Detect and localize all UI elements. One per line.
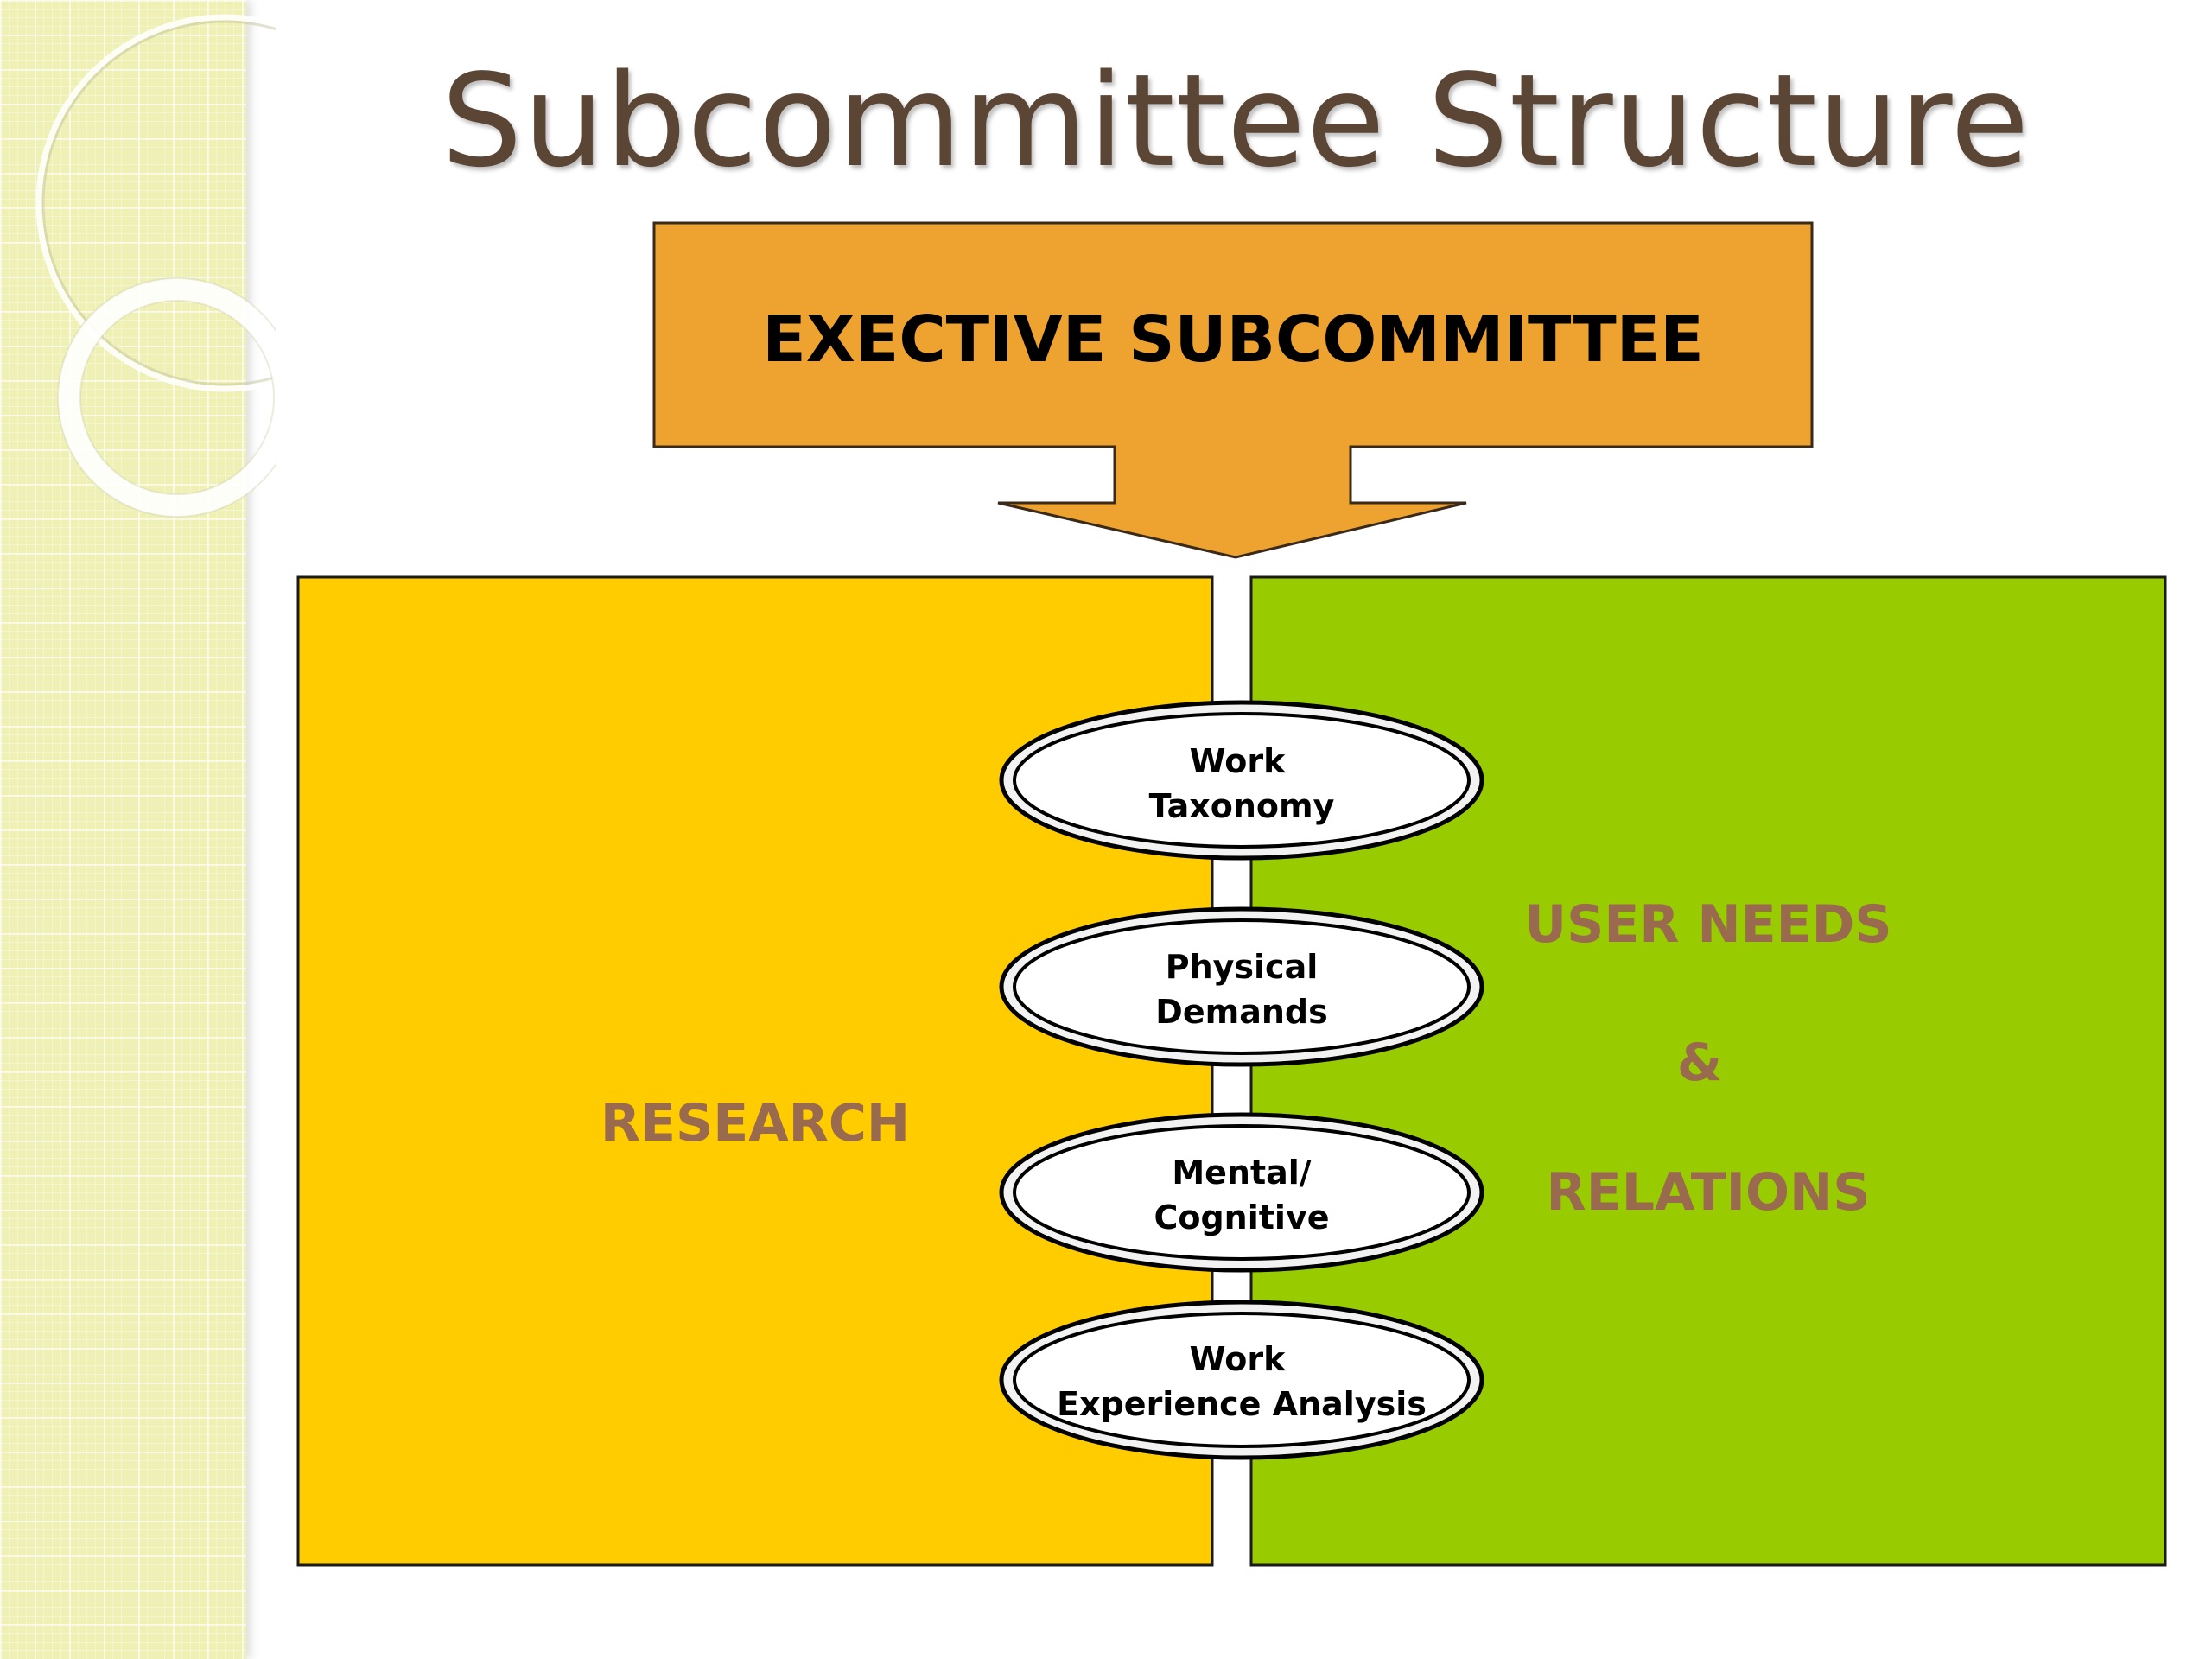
subcommittee-line1: Work bbox=[1190, 1340, 1286, 1378]
subcommittee-work-taxonomy: Work Taxonomy bbox=[999, 700, 1484, 861]
subcommittee-mental-cognitive: Mental/ Cognitive bbox=[999, 1112, 1484, 1273]
user-needs-label: USER NEEDS bbox=[1524, 894, 1891, 955]
executive-subcommittee-label: EXECTIVE SUBCOMMITTEE bbox=[762, 302, 1704, 377]
subcommittee-line2: Taxonomy bbox=[1149, 787, 1335, 825]
subcommittee-line2: Demands bbox=[1155, 993, 1327, 1031]
subcommittee-line2: Experience Analysis bbox=[1057, 1385, 1427, 1423]
subcommittee-physical-demands: Physical Demands bbox=[999, 906, 1484, 1067]
decorative-rings bbox=[35, 14, 276, 518]
subcommittee-line1: Work bbox=[1190, 742, 1286, 780]
subcommittee-line1: Mental/ bbox=[1172, 1154, 1311, 1192]
slide-title: Subcommittee Structure bbox=[441, 47, 2031, 195]
decorative-side-band bbox=[0, 0, 246, 1659]
relations-label: RELATIONS bbox=[1547, 1162, 1871, 1223]
research-label: RESEARCH bbox=[601, 1093, 910, 1154]
executive-subcommittee-box bbox=[652, 221, 1814, 559]
subcommittee-line1: Physical bbox=[1166, 948, 1319, 986]
subcommittee-line2: Cognitive bbox=[1154, 1198, 1329, 1236]
ampersand-label: & bbox=[1677, 1033, 1722, 1093]
subcommittee-work-experience-analysis: Work Experience Analysis bbox=[999, 1300, 1484, 1460]
